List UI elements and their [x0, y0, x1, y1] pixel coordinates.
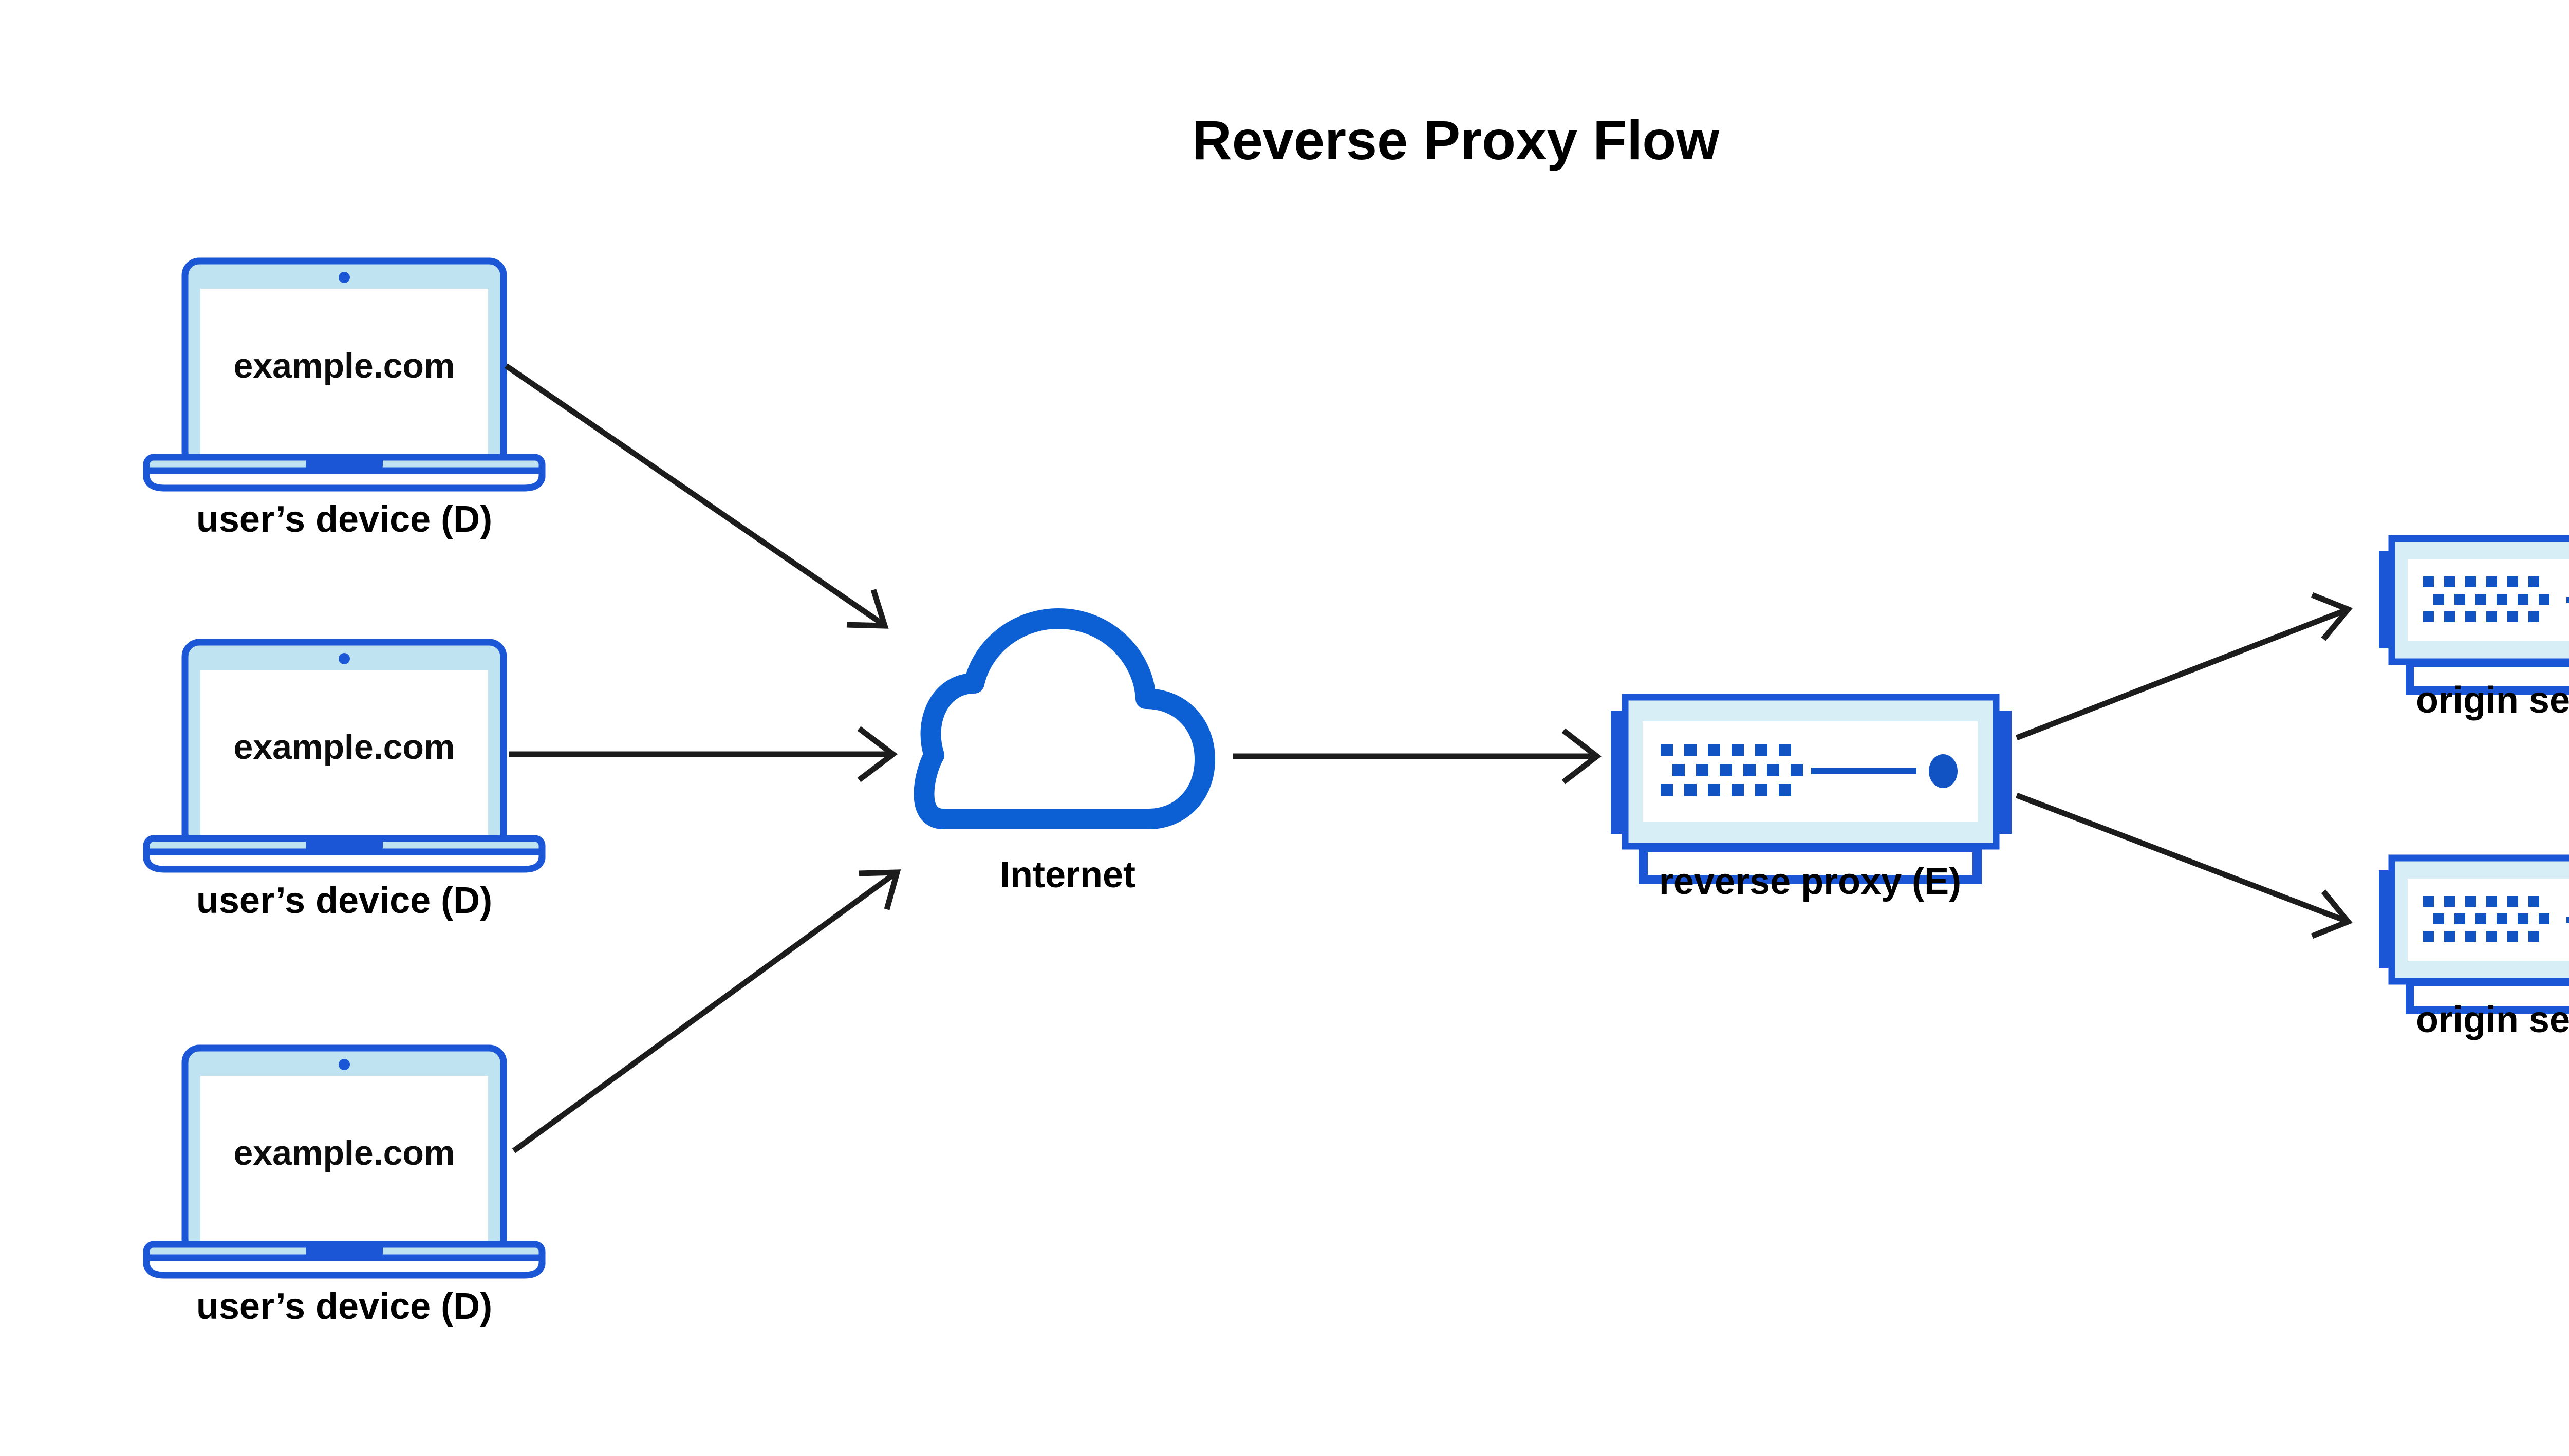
server-status-dot	[1929, 754, 1958, 788]
arrow-internet-to-proxy	[1233, 728, 1602, 785]
laptop-camera-icon	[339, 1059, 350, 1070]
server-status-line	[2566, 917, 2569, 923]
arrow-device-bottom-to-internet	[512, 869, 901, 1153]
server-base	[2406, 659, 2569, 695]
cloud-label: Internet	[1000, 854, 1135, 895]
laptop-screen	[200, 670, 488, 842]
page-title: Reverse Proxy Flow	[1192, 109, 1720, 171]
laptop-base-front	[143, 848, 546, 873]
device-middle[interactable]: example.com user’s device (D)	[143, 639, 546, 921]
origin-bottom[interactable]: origin server (F)	[2379, 854, 2569, 1040]
device-label: user’s device (D)	[196, 499, 492, 540]
device-screen-text: example.com	[234, 346, 455, 385]
server-base	[1639, 843, 1982, 884]
server-base	[2406, 978, 2569, 1014]
arrow-device-middle-to-internet	[509, 726, 898, 782]
laptop-screen	[200, 289, 488, 460]
device-screen-text: example.com	[234, 1133, 455, 1172]
laptop-camera-icon	[339, 272, 350, 283]
origin-label: origin server (F)	[2416, 680, 2569, 721]
server-status-line	[2566, 597, 2569, 603]
server-led-grid	[1661, 744, 1803, 796]
server-led-grid	[2423, 576, 2549, 622]
server-panel	[1643, 721, 1978, 822]
device-label: user’s device (D)	[196, 1286, 492, 1327]
laptop-trackpad-notch	[306, 838, 383, 852]
device-label: user’s device (D)	[196, 880, 492, 921]
server-led-grid	[2423, 896, 2549, 942]
laptop-camera-icon	[339, 653, 350, 664]
device-top[interactable]: example.com user’s device (D)	[143, 257, 546, 540]
laptop-base-front	[143, 1254, 546, 1279]
reverse-proxy[interactable]: reverse proxy (E)	[1611, 694, 2012, 902]
cloud-shape-icon	[914, 608, 1215, 829]
laptop-trackpad-notch	[306, 1244, 383, 1258]
arrow-proxy-to-origin-top	[2016, 592, 2353, 741]
proxy-label: reverse proxy (E)	[1659, 861, 1961, 902]
arrow-device-top-to-internet	[504, 363, 889, 629]
laptop-base-front	[143, 467, 546, 492]
origin-top[interactable]: origin server (F)	[2379, 535, 2569, 721]
origin-label: origin server (F)	[2416, 999, 2569, 1040]
server-status-line	[1811, 768, 1916, 774]
arrow-proxy-to-origin-bottom	[2016, 792, 2353, 939]
laptop-trackpad-notch	[306, 457, 383, 471]
laptop-screen	[200, 1076, 488, 1247]
device-screen-text: example.com	[234, 727, 455, 767]
device-bottom[interactable]: example.com user’s device (D)	[143, 1044, 546, 1327]
internet-cloud[interactable]: Internet	[914, 608, 1215, 895]
